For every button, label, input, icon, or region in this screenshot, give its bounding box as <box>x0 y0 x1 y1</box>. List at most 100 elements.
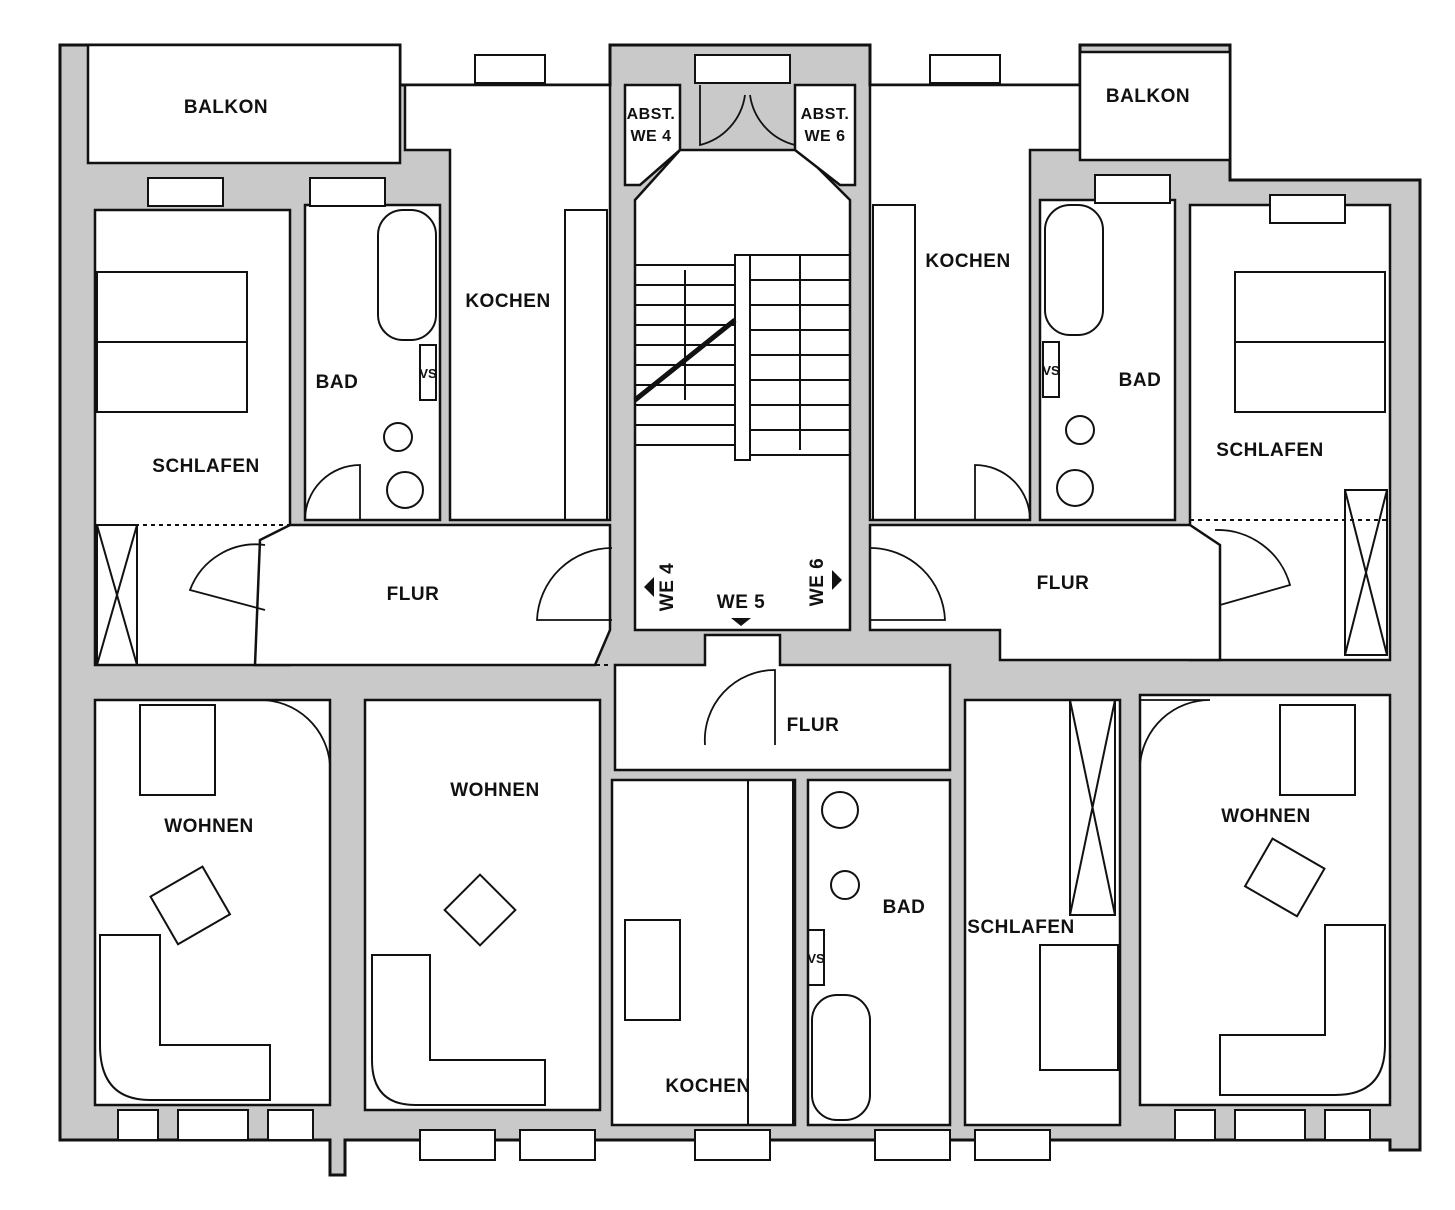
bed <box>1039 944 1119 1071</box>
room-balkon-right <box>1078 50 1232 162</box>
bathtub <box>1044 204 1104 336</box>
window <box>1094 174 1171 204</box>
window <box>474 54 546 84</box>
vs-label: VS <box>419 366 437 381</box>
room-wohnen-left <box>93 698 332 1107</box>
arrow-we4-icon <box>644 577 654 597</box>
window <box>267 1109 314 1141</box>
label-we4: WE 4 <box>657 563 678 611</box>
room-kochen-left <box>403 83 612 522</box>
label-bad-right: BAD <box>1119 370 1162 391</box>
kitchen-counter <box>564 209 608 521</box>
label-schlafen-center: SCHLAFEN <box>967 917 1074 938</box>
bathtub <box>811 994 871 1121</box>
window <box>694 1129 771 1161</box>
door[interactable] <box>1214 529 1292 606</box>
kitchen-counter <box>747 779 794 1126</box>
wardrobe <box>1344 489 1388 656</box>
door[interactable] <box>869 547 946 621</box>
sofa <box>371 954 546 1106</box>
door[interactable] <box>749 90 796 147</box>
window <box>1234 1109 1306 1141</box>
door[interactable] <box>699 85 746 147</box>
table <box>624 919 681 1021</box>
window <box>929 54 1001 84</box>
room-bad-right <box>1038 198 1177 522</box>
window <box>1174 1109 1216 1141</box>
window <box>974 1129 1051 1161</box>
label-wohnen-left: WOHNEN <box>164 816 254 837</box>
door[interactable] <box>974 464 1031 521</box>
label-abst-we4: ABST. <box>627 106 676 123</box>
window <box>694 54 791 84</box>
window <box>1269 194 1346 224</box>
window <box>1324 1109 1371 1141</box>
label-wohnen-right: WOHNEN <box>1221 806 1311 827</box>
label-flur-left: FLUR <box>387 584 440 605</box>
label-abst-we6: ABST. <box>801 106 850 123</box>
label-bad-center: BAD <box>883 897 926 918</box>
arrow-we5-icon <box>731 618 751 626</box>
room-balkon-left <box>86 43 402 165</box>
coffee-table <box>443 873 517 947</box>
room-abst-we4 <box>623 83 682 187</box>
label-kochen-top-left: KOCHEN <box>465 291 550 312</box>
room-bad-left <box>303 203 442 522</box>
room-kochen-center <box>610 778 797 1127</box>
window <box>519 1129 596 1161</box>
window <box>147 177 224 207</box>
table <box>1279 704 1356 796</box>
window <box>874 1129 951 1161</box>
room-schlafen-center <box>963 698 1122 1127</box>
stairs <box>633 254 850 461</box>
window <box>117 1109 159 1141</box>
toilet <box>830 870 860 900</box>
armchair <box>1243 837 1326 918</box>
label-flur-center: FLUR <box>787 715 840 736</box>
toilet <box>383 422 413 452</box>
label-we5: WE 5 <box>717 592 765 613</box>
label-balkon-right: BALKON <box>1106 86 1190 107</box>
vs-label: VS <box>1042 363 1060 378</box>
window <box>177 1109 249 1141</box>
label-abst-we4-unit: WE 4 <box>630 128 671 145</box>
door[interactable] <box>1139 699 1211 766</box>
room-flur-center <box>613 633 952 772</box>
door[interactable] <box>259 699 331 766</box>
wardrobe <box>1069 699 1116 916</box>
label-flur-right: FLUR <box>1037 573 1090 594</box>
bathtub <box>377 209 437 341</box>
label-kochen-center: KOCHEN <box>665 1076 750 1097</box>
room-wohnen-mid <box>363 698 602 1112</box>
kitchen-counter <box>872 204 916 521</box>
label-schlafen-right: SCHLAFEN <box>1216 440 1323 461</box>
sofa <box>1219 924 1386 1096</box>
door[interactable] <box>703 669 776 746</box>
sofa <box>99 934 271 1101</box>
label-bad-left: BAD <box>316 372 359 393</box>
label-wohnen-mid: WOHNEN <box>450 780 540 801</box>
door[interactable] <box>536 547 613 621</box>
vs-label: VS <box>807 951 825 966</box>
label-abst-we6-unit: WE 6 <box>804 128 845 145</box>
label-balkon-left: BALKON <box>184 97 268 118</box>
room-wohnen-right <box>1138 693 1392 1107</box>
toilet <box>1065 415 1095 445</box>
window <box>419 1129 496 1161</box>
shower <box>1056 469 1094 507</box>
stairwell <box>633 148 852 632</box>
window <box>309 177 386 207</box>
door[interactable] <box>188 543 266 611</box>
label-schlafen-left: SCHLAFEN <box>152 456 259 477</box>
label-kochen-top-right: KOCHEN <box>925 251 1010 272</box>
arrow-we6-icon <box>832 570 842 590</box>
armchair <box>149 865 232 946</box>
room-bad-center <box>806 778 952 1127</box>
wardrobe <box>96 524 138 666</box>
shower <box>821 791 859 829</box>
door[interactable] <box>304 464 361 521</box>
table <box>139 704 216 796</box>
shower <box>386 471 424 509</box>
label-we6: WE 6 <box>807 558 828 606</box>
